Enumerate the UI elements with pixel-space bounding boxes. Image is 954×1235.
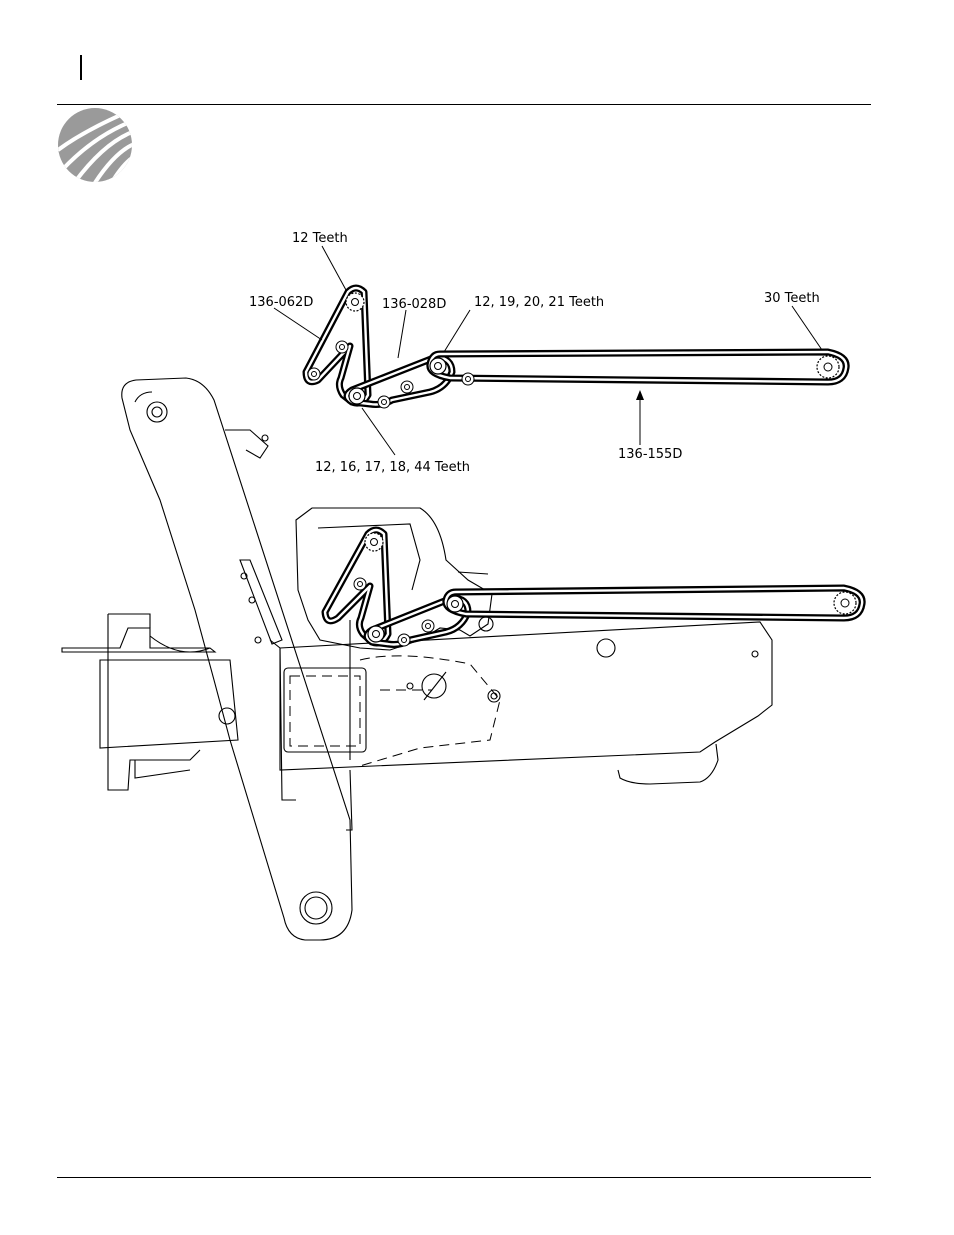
idler-icon (462, 373, 474, 385)
label-chain-mid: 136-028D (382, 297, 446, 312)
idler-icon (378, 396, 390, 408)
sprocket-mid-icon (430, 358, 446, 374)
label-lower-sprocket-teeth: 12, 16, 17, 18, 44 Teeth (315, 460, 470, 475)
label-chain-left: 136-062D (249, 295, 313, 310)
sprocket-30-teeth-icon (817, 356, 839, 378)
label-chain-long: 136-155D (618, 447, 682, 462)
label-mid-sprocket-teeth: 12, 19, 20, 21 Teeth (474, 295, 604, 310)
label-right-sprocket-teeth: 30 Teeth (764, 291, 820, 306)
sprocket-30-teeth-icon (834, 592, 856, 614)
sprocket-lower-icon (368, 626, 384, 642)
idler-icon (401, 381, 413, 393)
chain-routing-detail (274, 246, 846, 455)
label-top-sprocket-teeth: 12 Teeth (292, 231, 348, 246)
idler-icon (308, 368, 320, 380)
sprocket-12-teeth-icon (346, 293, 364, 311)
idler-icon (336, 341, 348, 353)
idler-icon (398, 634, 410, 646)
sprocket-lower-icon (349, 388, 365, 404)
idler-icon (354, 578, 366, 590)
idler-icon (422, 620, 434, 632)
sprocket-12-teeth-icon (365, 533, 383, 551)
sprocket-mid-icon (447, 596, 463, 612)
brand-stripes-logo-icon (58, 108, 140, 196)
